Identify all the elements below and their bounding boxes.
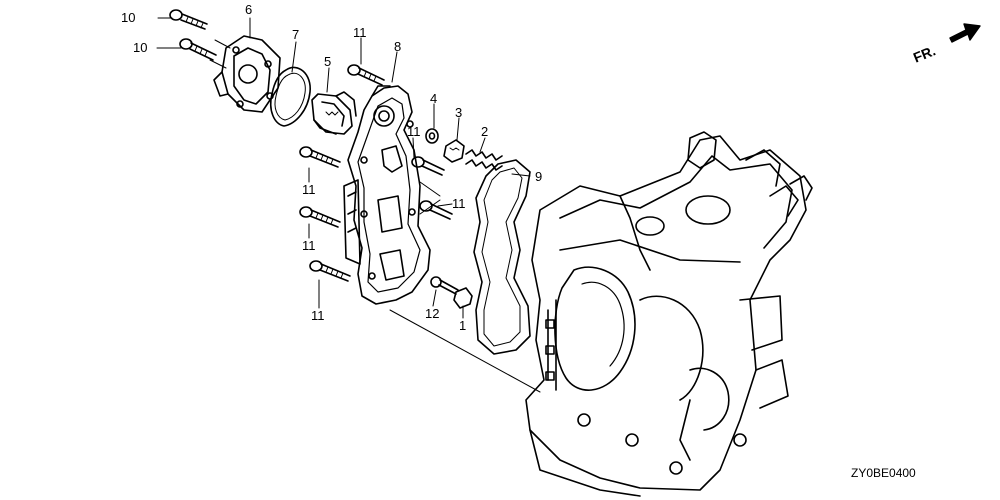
callout-11-mid-upper: 11 [407,124,421,139]
callout-11-left-1: 11 [302,182,316,197]
callout-10-lower: 10 [133,40,148,55]
callout-4: 4 [430,91,438,106]
callout-8: 8 [394,39,402,54]
gasket-7 [269,66,311,127]
cover-side-block [343,179,361,265]
callout-9: 9 [535,169,543,184]
callout-6: 6 [245,2,253,17]
bolt-11-mid-lower [419,200,453,220]
callout-11-left-2: 11 [302,238,316,253]
callout-11-top: 11 [353,25,367,40]
callout-5: 5 [324,54,332,69]
spring-2 [465,149,503,171]
bolt-11-mid-upper [411,156,445,176]
valve-3 [443,139,465,163]
bolt-10-upper [169,9,208,30]
figure-code: ZY0BE0400 [851,466,916,480]
cylinder-head-block [525,131,813,497]
bolt-11-left-1 [299,146,341,168]
callout-1: 1 [459,318,467,333]
bolt-11-left-3 [309,260,351,282]
bolt-11-left-2 [299,206,341,228]
callout-11-left-3: 11 [311,308,325,323]
callout-2: 2 [481,124,489,139]
leader-lines [156,17,541,393]
thermostat-5 [311,91,357,135]
bolt-11-top [347,64,385,86]
callout-10-upper: 10 [121,10,136,25]
collar-1 [453,287,473,309]
cover-plate-8 [347,85,431,305]
direction-arrow [949,23,981,43]
gasket-9 [473,159,531,355]
thermostat-cover-6 [213,35,281,113]
bolt-10-lower [179,38,217,61]
callout-11-mid-lower: 11 [452,196,466,211]
callout-3: 3 [455,105,463,120]
bolt-12 [430,276,459,295]
washer-4 [425,128,439,144]
callout-12: 12 [425,306,440,321]
callout-7: 7 [292,27,300,42]
